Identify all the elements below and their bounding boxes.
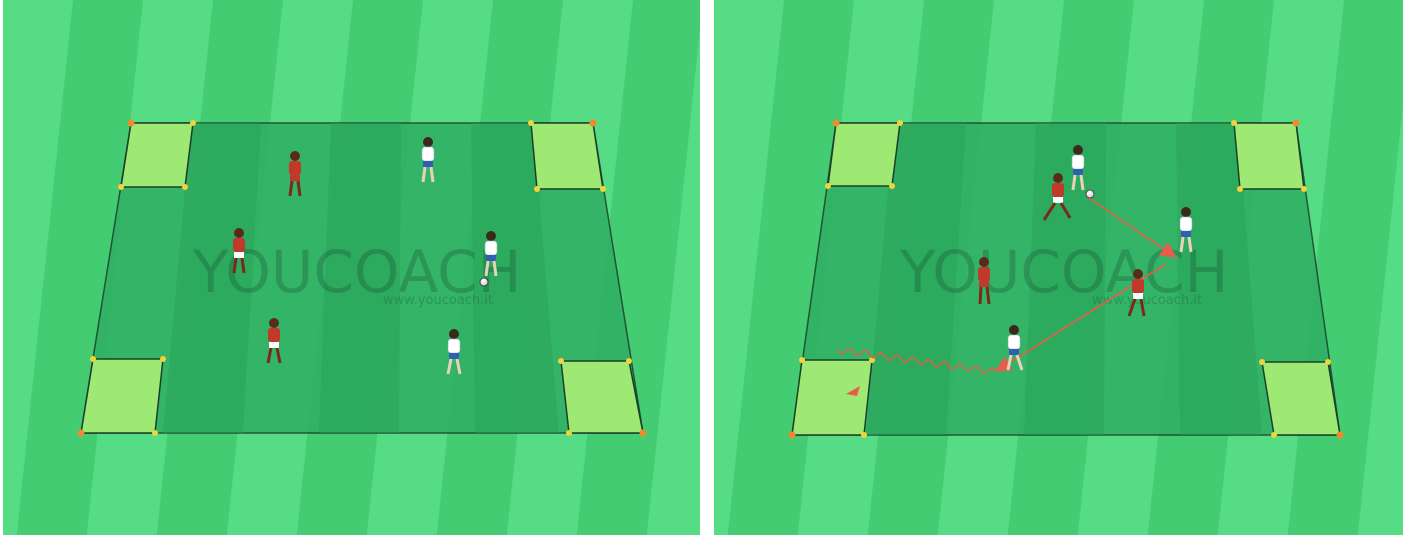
pitch-illustration-setup: YOUCOACH www.youcoach.it [3,0,700,535]
drill-diagram-setup: YOUCOACH www.youcoach.it [3,0,700,535]
ball [1086,190,1094,198]
ball [480,278,488,286]
end-zone-top-left [828,123,900,186]
end-zone-bottom-right [561,361,643,433]
end-zone-top-right [1234,123,1304,189]
watermark: YOUCOACH www.youcoach.it [899,238,1228,308]
end-zone-bottom-left [792,360,872,435]
end-zone-top-right [531,123,603,189]
watermark-url: www.youcoach.it [383,293,493,308]
end-zone-bottom-left [81,359,163,433]
drill-diagram-action: YOUCOACH www.youcoach.it [714,0,1403,535]
end-zone-top-left [121,123,193,187]
end-zone-bottom-right [1262,362,1340,435]
pitch-illustration-action: YOUCOACH www.youcoach.it [714,0,1403,535]
